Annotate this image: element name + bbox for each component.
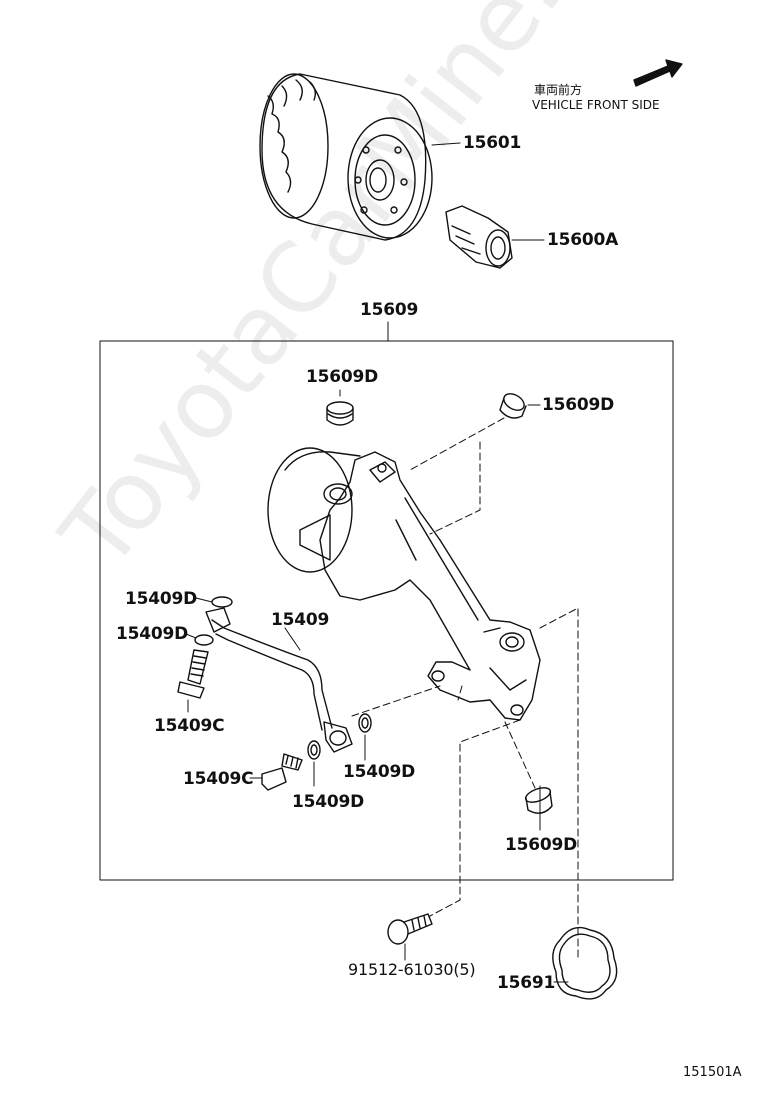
oil-filter-bracket-drawing <box>267 447 541 721</box>
cushion-bottom-drawing <box>524 787 553 814</box>
figure-code: 151501A <box>683 1065 742 1080</box>
part-label-15409c-b[interactable]: 15409C <box>183 769 254 789</box>
mounting-bolt-drawing <box>387 913 433 945</box>
assembly-boundary-box <box>99 340 674 881</box>
part-label-15691[interactable]: 15691 <box>497 973 556 993</box>
part-label-15409[interactable]: 15409 <box>271 610 330 630</box>
part-label-15409d-b[interactable]: 15409D <box>116 624 189 644</box>
leader-lines <box>185 142 569 983</box>
cushion-right-drawing <box>499 393 527 419</box>
oil-filter-drawing <box>259 73 433 241</box>
part-label-15609d-top[interactable]: 15609D <box>306 367 379 387</box>
front-side-label-japanese: 車両前方 <box>534 83 583 97</box>
gasket-a-drawing <box>211 596 233 608</box>
part-label-15409d-c[interactable]: 15409D <box>343 762 416 782</box>
part-label-15409c-a[interactable]: 15409C <box>154 716 225 736</box>
part-label-15609[interactable]: 15609 <box>360 300 419 320</box>
cushion-top-drawing <box>326 401 354 426</box>
gasket-b-drawing <box>194 634 214 646</box>
gasket-d-drawing <box>307 740 321 760</box>
o-ring-drawing <box>552 926 618 1000</box>
gasket-c-drawing <box>358 713 372 733</box>
assembly-dash-lines <box>351 417 579 961</box>
part-label-15601[interactable]: 15601 <box>463 133 522 153</box>
union-bolt-b-drawing <box>261 753 303 791</box>
part-label-15409d-d[interactable]: 15409D <box>292 792 365 812</box>
union-fitting-drawing <box>445 205 513 269</box>
oil-pipe-drawing <box>205 607 353 753</box>
part-label-15609d-right[interactable]: 15609D <box>542 395 615 415</box>
front-direction-arrow-icon <box>633 59 683 87</box>
part-label-15600a[interactable]: 15600A <box>547 230 619 250</box>
union-bolt-a-drawing <box>177 649 209 699</box>
front-side-label-english: VEHICLE FRONT SIDE <box>532 98 660 112</box>
part-label-15609d-bottom[interactable]: 15609D <box>505 835 578 855</box>
part-label-15409d-a[interactable]: 15409D <box>125 589 198 609</box>
part-label-91512-61030[interactable]: 91512-61030(5) <box>348 960 476 979</box>
